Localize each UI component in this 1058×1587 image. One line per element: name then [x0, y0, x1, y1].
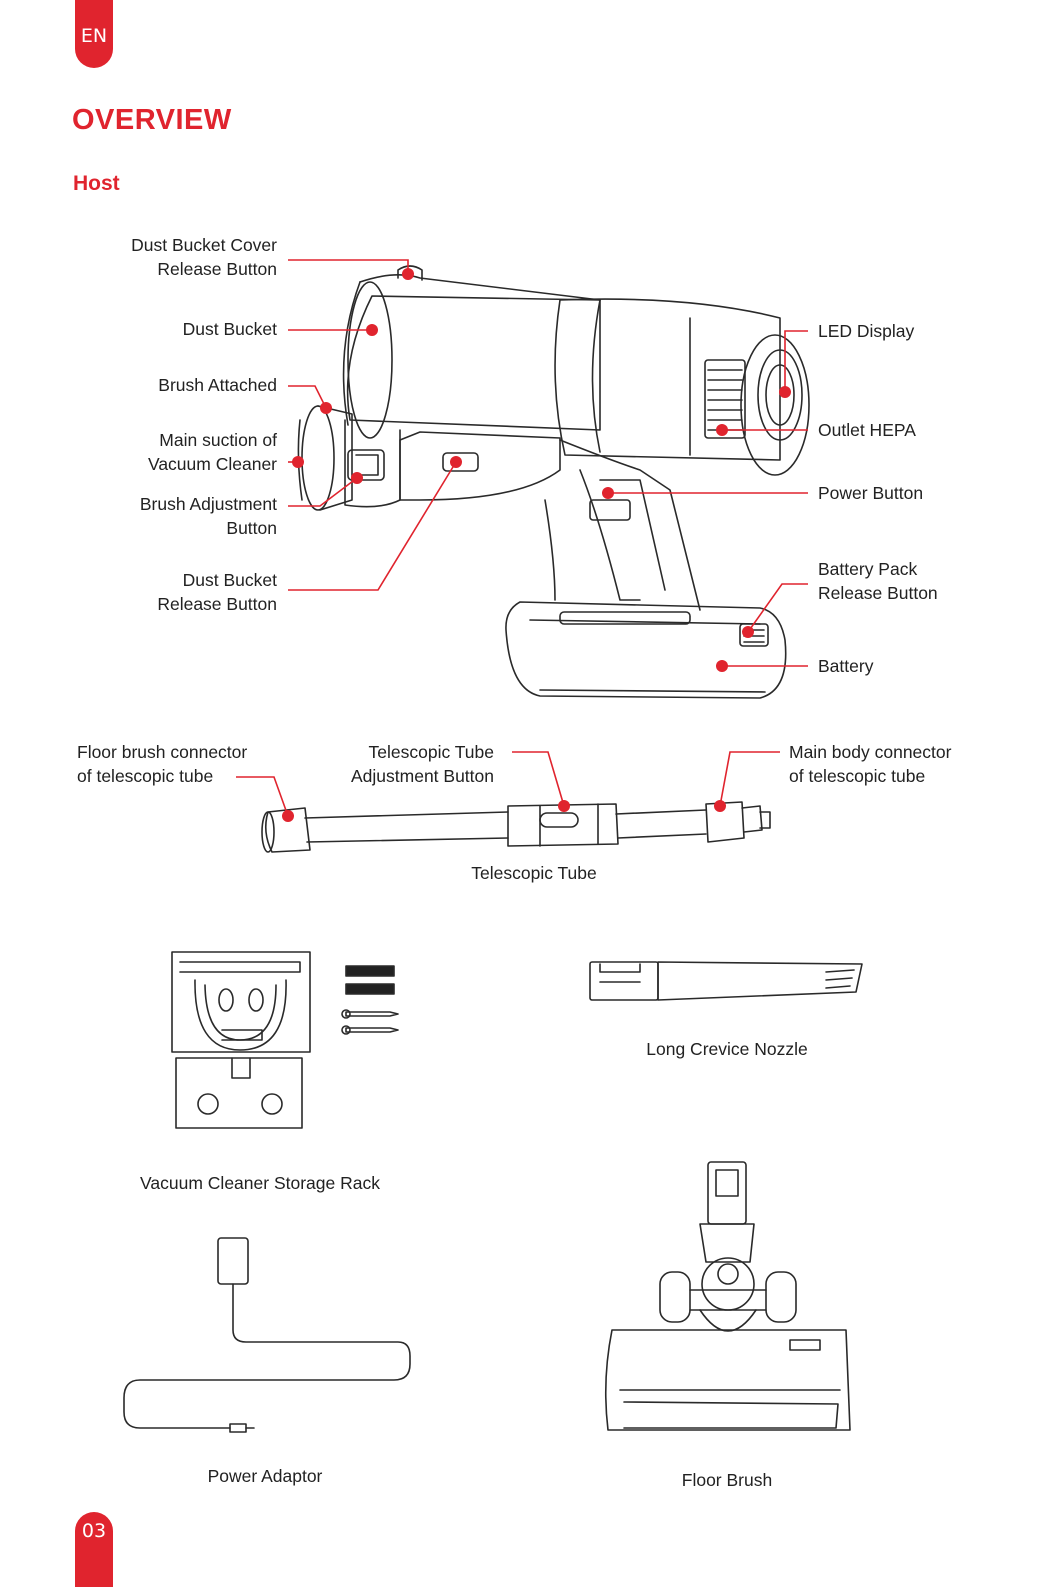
screws-illustration: [341, 965, 399, 1035]
label-line: of telescopic tube: [77, 766, 214, 786]
label-line: of telescopic tube: [789, 766, 926, 786]
label-line: Dust Bucket Cover: [131, 235, 277, 255]
label-main-suction: Main suction of Vacuum Cleaner: [148, 428, 277, 476]
crevice-nozzle-illustration: [589, 961, 863, 1001]
label-battery: Battery: [818, 656, 874, 676]
label-line: Dust Bucket: [182, 570, 277, 590]
label-line: Vacuum Cleaner: [147, 454, 277, 474]
callout-lines: [236, 259, 808, 817]
section-subtitle: Host: [73, 172, 120, 195]
telescopic-tube-illustration: [261, 801, 771, 853]
label-telescopic-tube-adjustment: Telescopic Tube Adjustment Button: [351, 740, 494, 788]
storage-rack-illustration: [171, 951, 311, 1129]
label-floor-brush-connector: Floor brush connector of telescopic tube: [77, 740, 247, 788]
label-line: Release Button: [818, 583, 938, 603]
caption-crevice-nozzle: Long Crevice Nozzle: [646, 1039, 808, 1059]
page-number: 03: [75, 1512, 113, 1587]
label-line: Adjustment Button: [351, 766, 494, 786]
caption-power-adaptor: Power Adaptor: [207, 1466, 323, 1486]
label-power-button: Power Button: [818, 483, 924, 503]
caption-storage-rack: Vacuum Cleaner Storage Rack: [140, 1173, 380, 1193]
label-line: Floor brush connector: [77, 742, 248, 762]
caption-floor-brush: Floor Brush: [681, 1470, 773, 1490]
label-main-body-connector: Main body connector of telescopic tube: [789, 740, 951, 788]
callout-dots: [282, 268, 791, 822]
label-dust-bucket-release-button: Dust Bucket Release Button: [157, 568, 277, 616]
label-dust-bucket-cover-release: Dust Bucket Cover Release Button: [131, 233, 277, 281]
label-outlet-hepa: Outlet HEPA: [818, 420, 916, 440]
label-line: Release Button: [157, 594, 277, 614]
power-adaptor-illustration: [123, 1237, 411, 1433]
label-dust-bucket: Dust Bucket: [182, 319, 277, 339]
page-title: OVERVIEW: [72, 104, 232, 136]
vacuum-host-illustration: [297, 265, 810, 699]
label-line: Brush Adjustment: [139, 494, 277, 514]
label-line: Main body connector: [789, 742, 952, 762]
floor-brush-illustration: [604, 1161, 851, 1431]
label-brush-adjustment-button: Brush Adjustment Button: [140, 492, 277, 540]
label-led-display: LED Display: [818, 321, 915, 341]
label-line: Telescopic Tube: [368, 742, 495, 762]
label-line: Button: [226, 518, 277, 538]
label-line: Release Button: [157, 259, 277, 279]
label-battery-pack-release: Battery Pack Release Button: [818, 557, 938, 605]
label-brush-attached: Brush Attached: [158, 375, 277, 395]
language-tab: EN: [75, 0, 113, 68]
label-line: Main suction of: [159, 430, 277, 450]
label-line: Battery Pack: [818, 559, 918, 579]
caption-telescopic-tube: Telescopic Tube: [471, 863, 597, 883]
